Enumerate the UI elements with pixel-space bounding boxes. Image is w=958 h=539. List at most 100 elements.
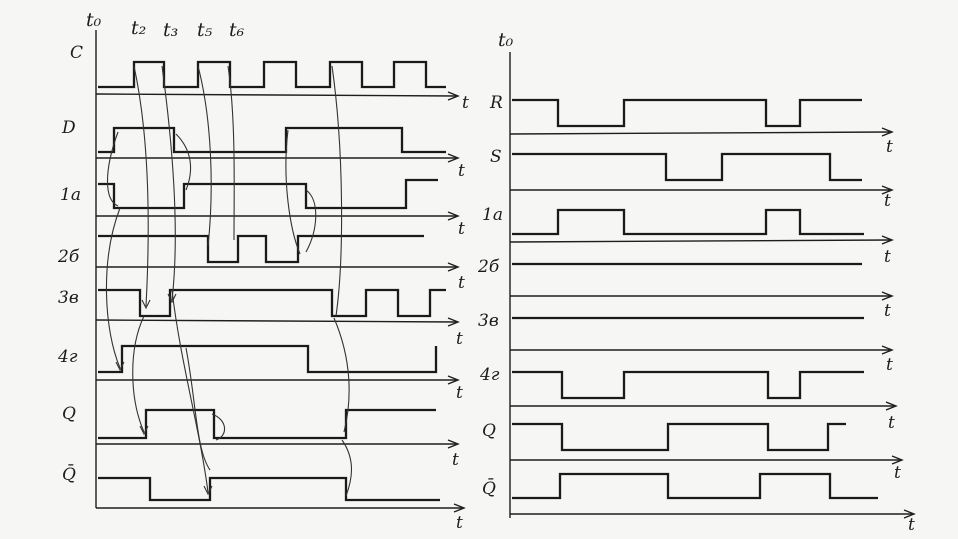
arrow-c-to-3v-2: [161, 65, 176, 301]
right-time-marker-t0: t₀: [498, 29, 514, 51]
time-marker-t6: t₆: [229, 19, 245, 41]
right-axis-qbar-arrow: [903, 509, 916, 519]
left-signal-label-2b: 2б: [57, 247, 80, 267]
time-marker-t5: t₅: [197, 19, 213, 41]
right-axis-2b-arrow: [881, 291, 894, 301]
left-axis-label-c: t: [462, 93, 469, 113]
arrow-c-to-2b-2: [227, 65, 235, 241]
arrow-3v-to-q: [132, 315, 145, 433]
left-signal-label-4g: 4г: [57, 347, 78, 367]
time-marker-t3: t₃: [163, 19, 178, 41]
left-axis-label-qbar: t: [456, 513, 463, 533]
waveform-qbar: [98, 476, 440, 502]
waveform-4g: [98, 344, 438, 374]
arrow-4g-to-qbar: [185, 347, 211, 471]
arrow-c-to-3v: [133, 65, 149, 307]
left-axis-2b-arrow: [447, 262, 460, 272]
arrow-3v-to-q-2: [333, 317, 350, 433]
waveform-1a: [98, 178, 438, 210]
waveform-3v: [98, 288, 446, 318]
right-axis-label-qbar: t: [908, 515, 915, 535]
waveform-d: [98, 126, 446, 154]
left-causal-arrows: [105, 65, 353, 497]
waveform-4g-right: [512, 370, 864, 400]
right-signal-label-q: Q: [482, 421, 496, 441]
right-axis-label-4g: t: [888, 413, 895, 433]
right-axis-label-1a: t: [884, 247, 891, 267]
left-axis-3v-arrow: [447, 317, 460, 327]
left-axis-q-arrow: [447, 439, 460, 449]
right-signal-label-s: S: [490, 147, 502, 167]
left-axis-4g-arrow: [447, 375, 460, 385]
left-axis-label-q: t: [452, 450, 459, 470]
left-axis-c-arrow: [447, 91, 460, 101]
arrow-3v-to-qbar: [171, 289, 209, 493]
right-axis-1a: [509, 239, 891, 243]
left-signal-label-1a: 1а: [60, 185, 81, 205]
left-axis-label-4g: t: [456, 383, 463, 403]
left-axis-label-2b: t: [458, 273, 465, 293]
right-axis-label-3v: t: [886, 355, 893, 375]
left-axis-3v: [95, 319, 457, 323]
right-signal-label-qbar: Q̄: [482, 477, 496, 499]
waveform-1a-right: [512, 208, 864, 236]
right-axis-label-r: t: [886, 137, 893, 157]
arrow-c-to-3v-3: [331, 65, 343, 317]
left-signal-label-3v: 3в: [58, 288, 79, 308]
waveform-q: [98, 408, 436, 440]
right-panel: t₀ R S 1а 2б 3в 4г Q Q̄ t t t t t: [477, 29, 916, 535]
right-axis-q-arrow: [891, 455, 904, 465]
left-axis-label-1a: t: [458, 219, 465, 239]
right-axis-label-s: t: [884, 191, 891, 211]
arrow-d-to-2b: [285, 129, 301, 255]
right-axis-4g-arrow: [885, 401, 898, 411]
left-axis-1a-arrow: [447, 211, 460, 221]
waveform-r: [512, 98, 862, 128]
right-signal-label-r: R: [489, 93, 503, 113]
arrow-d-to-1a-2: [175, 133, 192, 191]
arrow-d-to-1a: [106, 131, 119, 207]
waveform-2b: [98, 234, 424, 264]
right-axis-1a-arrow: [881, 235, 894, 245]
left-axis-c: [95, 93, 457, 97]
arrow-c-to-3v-head: [141, 299, 151, 310]
time-marker-t0: t₀: [86, 9, 102, 31]
arrow-1a-to-4g: [105, 207, 121, 369]
arrow-3v-to-qbar-head: [203, 485, 213, 496]
arrow-q-to-qbar: [341, 439, 353, 497]
left-axis-d-arrow: [447, 153, 460, 163]
right-axis-r-arrow: [881, 127, 894, 137]
arrow-q-feedback: [211, 413, 226, 441]
left-time-axes: t t t t t t t t: [95, 91, 469, 533]
waveform-s: [512, 152, 862, 182]
right-axis-label-2b: t: [884, 301, 891, 321]
right-waveforms: [512, 98, 878, 500]
left-axis-qbar-arrow: [453, 503, 466, 513]
right-axis-r: [509, 131, 891, 135]
right-signal-label-3v: 3в: [478, 311, 499, 331]
right-axis-3v-arrow: [881, 345, 894, 355]
left-signal-label-q: Q: [62, 404, 76, 424]
left-axis-label-d: t: [458, 161, 465, 181]
left-axis-label-3v: t: [456, 329, 463, 349]
time-marker-t2: t₂: [131, 17, 146, 39]
right-signal-label-4g: 4г: [479, 365, 500, 385]
waveform-q-right: [512, 422, 846, 452]
arrow-c-to-2b: [197, 65, 212, 247]
arrow-c-to-3v-2-head: [167, 293, 177, 304]
right-axis-label-q: t: [894, 463, 901, 483]
arrow-3v-to-q-head: [139, 425, 149, 436]
arrow-1a-to-4g-head: [115, 361, 125, 372]
right-signal-label-2b: 2б: [477, 257, 500, 277]
waveform-qbar-right: [512, 472, 878, 500]
right-signal-label-1a: 1а: [482, 205, 503, 225]
waveform-c: [98, 60, 446, 89]
right-axis-s-arrow: [881, 185, 894, 195]
left-signal-label-qbar: Q̄: [62, 463, 76, 485]
left-waveforms: [98, 60, 446, 502]
left-signal-label-d: D: [61, 118, 76, 138]
right-time-axes: t t t t t t t t: [509, 127, 916, 535]
left-panel: t₀ t₂ t₃ t₅ t₆ C D 1а 2б 3в 4г Q Q̄ t t …: [57, 9, 469, 533]
